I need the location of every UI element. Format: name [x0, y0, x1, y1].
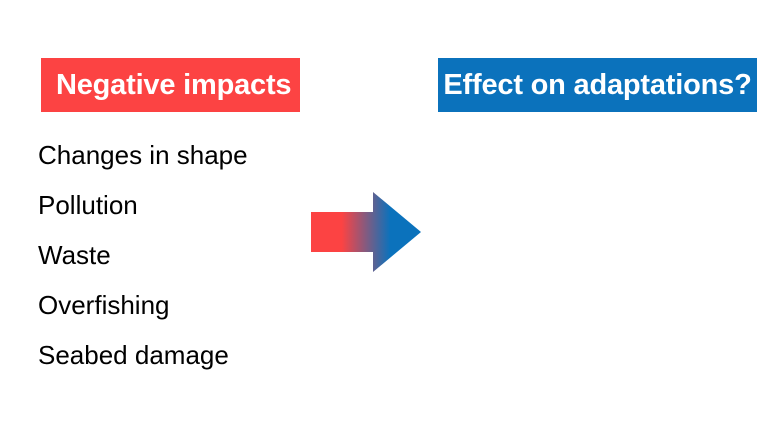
effect-on-adaptations-banner-label: Effect on adaptations?	[443, 68, 752, 101]
list-item: Pollution	[38, 190, 138, 220]
negative-impacts-list: Changes in shape Pollution Waste Overfis…	[38, 130, 318, 380]
arrow-shape	[311, 192, 421, 272]
negative-impacts-banner: Negative impacts	[41, 58, 300, 112]
right-arrow-icon	[311, 190, 423, 274]
right-arrow-svg	[311, 192, 421, 272]
answer-area	[438, 124, 757, 404]
negative-impacts-banner-label: Negative impacts	[56, 68, 292, 101]
list-item: Seabed damage	[38, 340, 229, 370]
effect-on-adaptations-banner: Effect on adaptations?	[438, 58, 757, 112]
list-item: Waste	[38, 240, 111, 270]
list-item: Overfishing	[38, 290, 170, 320]
list-item: Changes in shape	[38, 140, 248, 170]
